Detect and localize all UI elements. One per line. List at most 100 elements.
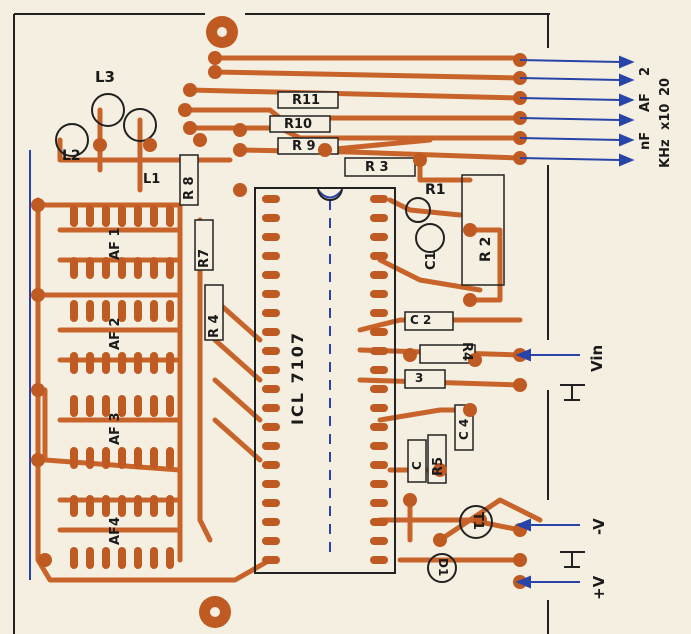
display-pad xyxy=(70,395,78,417)
solder-pad xyxy=(473,513,487,527)
display-pad xyxy=(166,205,174,227)
ic-pin-right xyxy=(370,423,388,431)
ic-pin-left xyxy=(262,252,280,260)
label-c4: C 4 xyxy=(457,418,471,440)
edge-label-x10: x10 xyxy=(658,103,673,130)
ic-pin-left xyxy=(262,195,280,203)
coil-l1 xyxy=(123,108,157,142)
ic-pin-right xyxy=(370,537,388,545)
ic-pin-left xyxy=(262,423,280,431)
ic-pin-right xyxy=(370,233,388,241)
label-r9: R 9 xyxy=(292,139,316,154)
display-pad xyxy=(118,447,126,469)
label-r8: R 8 xyxy=(182,176,197,200)
edge-label-nf: nF xyxy=(638,131,653,150)
label-ic: ICL 7107 xyxy=(288,331,307,425)
label-af1: AF 1 xyxy=(108,227,123,260)
resistor-r6 xyxy=(204,284,224,341)
display-pad xyxy=(118,300,126,322)
display-pad xyxy=(70,300,78,322)
label-l2: L2 xyxy=(62,148,81,164)
label-af3: AF 3 xyxy=(108,412,123,445)
solder-pad xyxy=(463,293,477,307)
board-outline xyxy=(13,13,550,634)
display-pad xyxy=(150,495,158,517)
ic-pin-left xyxy=(262,328,280,336)
solder-pad xyxy=(178,103,192,117)
display-pad xyxy=(102,395,110,417)
solder-pad xyxy=(93,138,107,152)
ic-pin-right xyxy=(370,461,388,469)
label-r4: R4 xyxy=(459,342,474,362)
solder-pad xyxy=(38,553,52,567)
display-pad xyxy=(166,447,174,469)
edge-label-minus-v: -V xyxy=(590,518,608,535)
solder-pad xyxy=(208,65,222,79)
display-pad xyxy=(150,257,158,279)
solder-pad xyxy=(463,223,477,237)
display-pad xyxy=(150,547,158,569)
label-r6: R 4 xyxy=(207,314,222,338)
display-pad xyxy=(118,205,126,227)
solder-pad xyxy=(233,123,247,137)
solder-pad xyxy=(193,133,207,147)
ic-pin-left xyxy=(262,366,280,374)
label-r1: R1 xyxy=(425,182,446,198)
resistors xyxy=(179,91,505,484)
display-pad xyxy=(102,447,110,469)
display-pad xyxy=(150,395,158,417)
transistor-t1 xyxy=(459,505,493,539)
ic-pin-right xyxy=(370,290,388,298)
display-pad xyxy=(150,447,158,469)
ic-pin-left xyxy=(262,290,280,298)
solder-pad xyxy=(468,353,482,367)
resistor-r10 xyxy=(269,115,331,133)
cap-c3 xyxy=(404,369,446,389)
coils-and-transistors xyxy=(55,93,493,583)
ic-pin-right xyxy=(370,271,388,279)
misc-pads xyxy=(31,51,527,589)
label-r10: R10 xyxy=(284,117,313,132)
display-pad xyxy=(102,352,110,374)
resistor-r11 xyxy=(277,91,339,109)
coil-l3 xyxy=(91,93,125,127)
ic-pin-right xyxy=(370,480,388,488)
ic-pin-left xyxy=(262,480,280,488)
display-pad xyxy=(86,205,94,227)
display-pad xyxy=(134,495,142,517)
display-pad xyxy=(70,205,78,227)
display-pad xyxy=(166,547,174,569)
connector-arrows xyxy=(515,55,635,589)
solder-pad xyxy=(143,138,157,152)
display-pad xyxy=(102,547,110,569)
solder-pad xyxy=(513,378,527,392)
ic-pin-left xyxy=(262,271,280,279)
display-pad xyxy=(166,395,174,417)
edge-label-20: 20 xyxy=(658,77,673,96)
ic-pin-right xyxy=(370,385,388,393)
label-d1: D1 xyxy=(436,558,450,577)
label-l1: L1 xyxy=(143,172,161,187)
label-c2: C 2 xyxy=(410,313,432,327)
ic-pin-left xyxy=(262,309,280,317)
ic-pin-left xyxy=(262,385,280,393)
ic-pin-left xyxy=(262,214,280,222)
display-pad xyxy=(150,205,158,227)
cap-c5 xyxy=(407,439,427,483)
display-pad xyxy=(166,352,174,374)
solder-pad xyxy=(463,403,477,417)
label-l3: L3 xyxy=(95,68,115,86)
cap-c2 xyxy=(404,311,454,331)
display-pad xyxy=(134,257,142,279)
display-pad xyxy=(70,495,78,517)
solder-pad xyxy=(31,453,45,467)
display-pad xyxy=(86,495,94,517)
display-pad xyxy=(86,257,94,279)
resistor-r3 xyxy=(344,157,416,177)
display-pad xyxy=(118,547,126,569)
display-pad xyxy=(86,300,94,322)
ic-pin-right xyxy=(370,328,388,336)
jumper-wires xyxy=(29,150,343,580)
display-pad xyxy=(134,205,142,227)
